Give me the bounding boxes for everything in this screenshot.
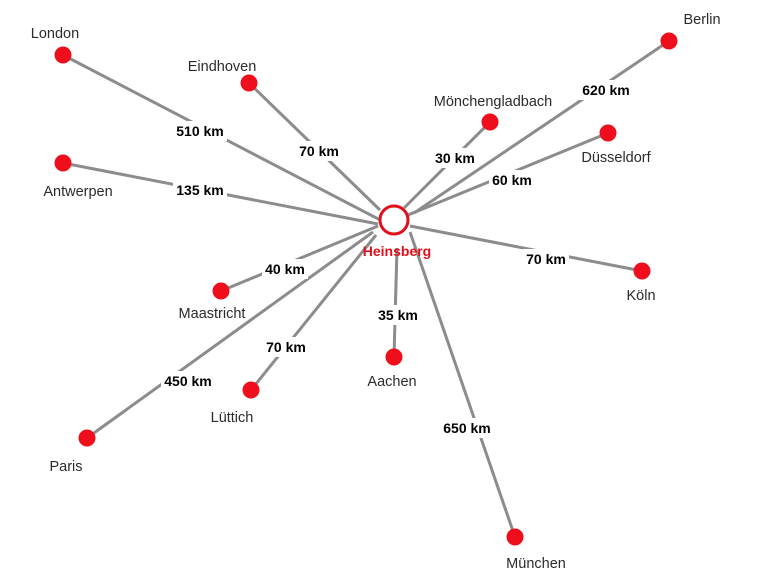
city-dot-muenchen: [506, 528, 524, 546]
connector-maastricht: [220, 224, 379, 293]
city-dot-luettich: [242, 381, 260, 399]
city-dot-london: [54, 46, 72, 64]
distance-label-bg-luettich: [263, 337, 309, 357]
city-label-duesseldorf: Düsseldorf: [581, 150, 651, 166]
distance-label-bg-duesseldorf: [489, 170, 535, 190]
connector-koeln: [409, 224, 643, 273]
city-label-london: London: [31, 26, 79, 42]
hub-layer: Heinsberg: [363, 204, 431, 259]
connector-muenchen: [408, 231, 517, 538]
city-dot-duesseldorf: [599, 124, 617, 142]
distance-label-bg-paris: [161, 371, 215, 391]
distance-label-maastricht: 40 km: [265, 261, 305, 277]
distance-label-bg-moenchengladbach: [432, 148, 478, 168]
hub-heinsberg-marker: [378, 204, 410, 236]
distance-label-muenchen: 650 km: [443, 420, 490, 436]
distance-label-bg-london: [173, 121, 227, 141]
distance-label-antwerpen: 135 km: [176, 182, 223, 198]
city-dot-paris: [78, 429, 96, 447]
city-dot-berlin: [660, 32, 678, 50]
distance-label-paris: 450 km: [164, 373, 211, 389]
connector-paris: [86, 230, 374, 440]
distance-label-bg-aachen: [375, 305, 421, 325]
distance-label-london: 510 km: [176, 123, 223, 139]
distance-label-bg-eindhoven: [296, 141, 342, 161]
city-dot-maastricht: [212, 282, 230, 300]
distance-label-duesseldorf: 60 km: [492, 172, 532, 188]
connector-berlin: [413, 39, 670, 215]
distance-labels-layer: 510 km 70 km 135 km 40 km 450 km 70 km 35 km 65…: [161, 80, 633, 438]
connectors-layer: [62, 39, 670, 538]
city-dots-layer: [54, 32, 678, 546]
distance-label-bg-berlin: [579, 80, 633, 100]
distance-label-aachen: 35 km: [378, 307, 418, 323]
city-dot-aachen: [385, 348, 403, 366]
distance-label-eindhoven: 70 km: [299, 143, 339, 159]
city-label-moenchengladbach: Mönchengladbach: [434, 94, 553, 110]
distance-label-berlin: 620 km: [582, 82, 629, 98]
city-label-aachen: Aachen: [367, 374, 416, 390]
hub-heinsberg-label: Heinsberg: [363, 243, 431, 259]
city-label-luettich: Lüttich: [211, 410, 254, 426]
city-dot-moenchengladbach: [481, 113, 499, 131]
city-label-berlin: Berlin: [683, 12, 720, 28]
city-label-koeln: Köln: [626, 288, 655, 304]
city-label-paris: Paris: [49, 459, 82, 475]
city-dot-antwerpen: [54, 154, 72, 172]
city-dot-koeln: [633, 262, 651, 280]
distance-label-bg-antwerpen: [173, 180, 227, 200]
distance-label-bg-maastricht: [262, 259, 308, 279]
distance-label-bg-muenchen: [440, 418, 494, 438]
distance-label-moenchengladbach: 30 km: [435, 150, 475, 166]
city-label-eindhoven: Eindhoven: [188, 59, 257, 75]
city-label-muenchen: München: [506, 556, 566, 572]
distance-label-luettich: 70 km: [266, 339, 306, 355]
distance-label-koeln: 70 km: [526, 251, 566, 267]
city-label-maastricht: Maastricht: [179, 306, 246, 322]
connector-luettich: [249, 234, 378, 391]
distance-label-bg-koeln: [523, 249, 569, 269]
city-label-antwerpen: Antwerpen: [43, 184, 112, 200]
city-dot-eindhoven: [240, 74, 258, 92]
connector-aachen: [392, 247, 399, 358]
